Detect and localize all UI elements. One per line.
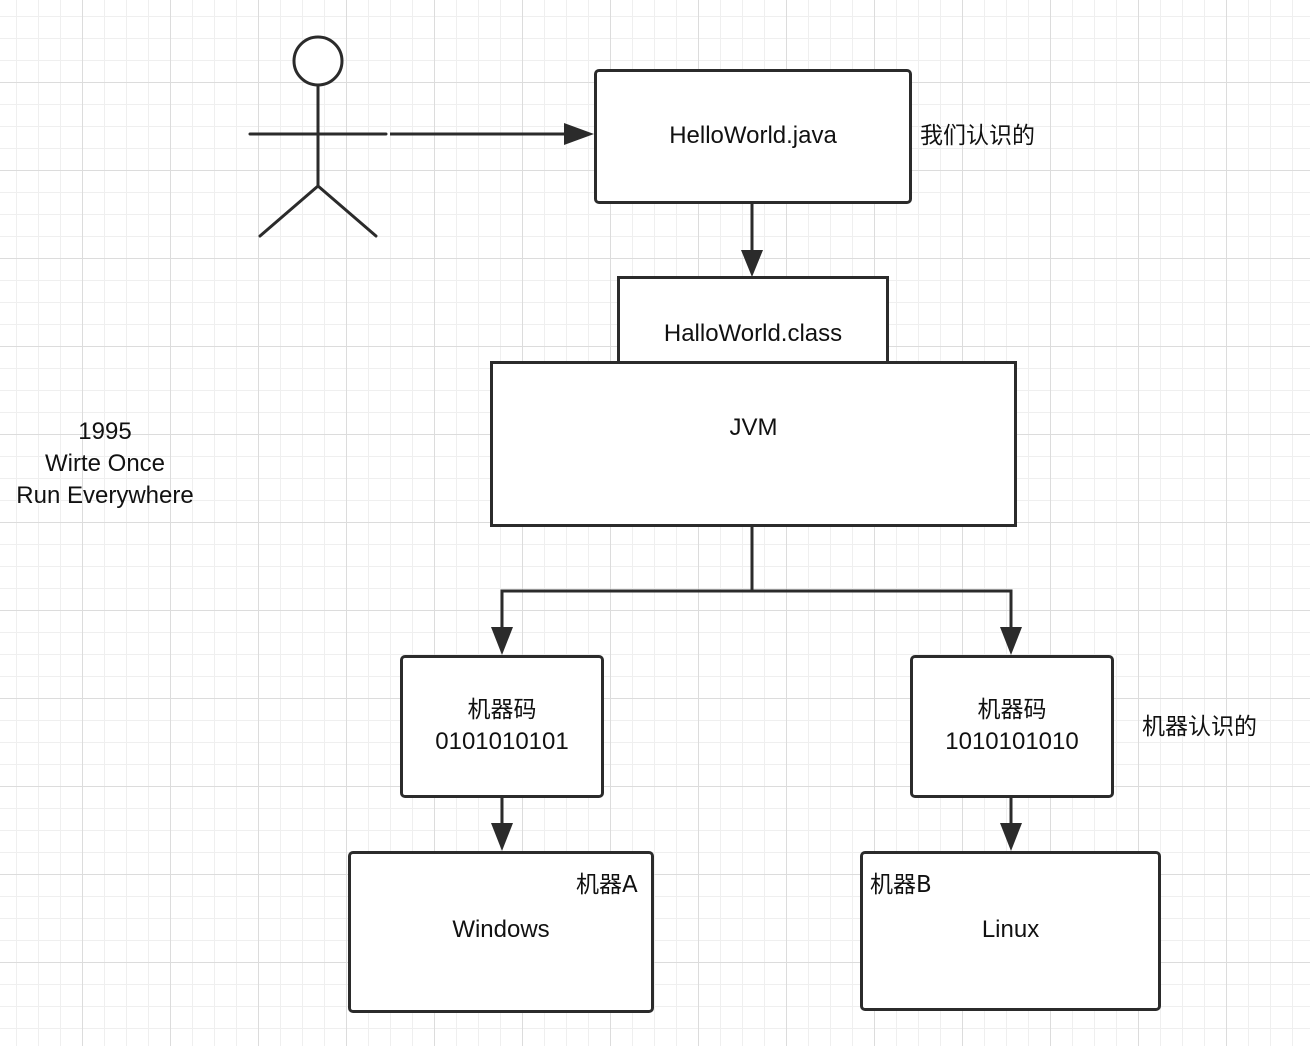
windows-box[interactable] <box>348 851 654 1013</box>
stick-figure-left-leg <box>258 184 320 238</box>
arrowhead-down-icon <box>1000 823 1022 851</box>
source-file-label: HelloWorld.java <box>669 122 837 149</box>
arrowhead-down-icon <box>741 250 763 277</box>
slogan-line-1: Wirte Once <box>44 450 166 477</box>
stick-figure-right-leg <box>316 184 378 238</box>
jvm-label: JVM <box>729 414 778 441</box>
arrowhead-down-icon <box>491 823 513 851</box>
arrowhead-right-icon <box>564 123 594 145</box>
connector-jvm-branch <box>500 526 754 632</box>
linux-box[interactable] <box>860 851 1161 1011</box>
arrowhead-down-icon <box>491 627 513 655</box>
stick-figure-icon <box>248 35 388 238</box>
stick-figure-head <box>292 35 344 87</box>
machine-code-b-title: 机器码 <box>977 697 1047 723</box>
linux-label: Linux <box>981 916 1040 943</box>
machine-code-b-box[interactable] <box>910 655 1114 798</box>
arrowhead-down-icon <box>1000 627 1022 655</box>
machine-code-a-box[interactable] <box>400 655 604 798</box>
class-file-label: HalloWorld.class <box>663 320 843 347</box>
machine-code-b-value: 1010101010 <box>945 728 1079 755</box>
human-readable-note: 我们认识的 <box>920 123 1035 149</box>
machine-a-tag: 机器A <box>576 872 638 898</box>
windows-label: Windows <box>452 916 550 943</box>
connector-jvm-branch-right <box>752 589 1013 632</box>
class-file-box[interactable] <box>617 276 889 366</box>
machine-code-a-value: 0101010101 <box>435 728 569 755</box>
source-file-box[interactable] <box>594 69 912 204</box>
machine-code-a-title: 机器码 <box>467 697 537 723</box>
slogan-line-2: Run Everywhere <box>16 482 194 509</box>
machine-readable-note: 机器认识的 <box>1142 714 1257 740</box>
jvm-box[interactable] <box>490 361 1017 527</box>
year-label: 1995 <box>78 418 132 445</box>
machine-b-tag: 机器B <box>870 872 932 898</box>
